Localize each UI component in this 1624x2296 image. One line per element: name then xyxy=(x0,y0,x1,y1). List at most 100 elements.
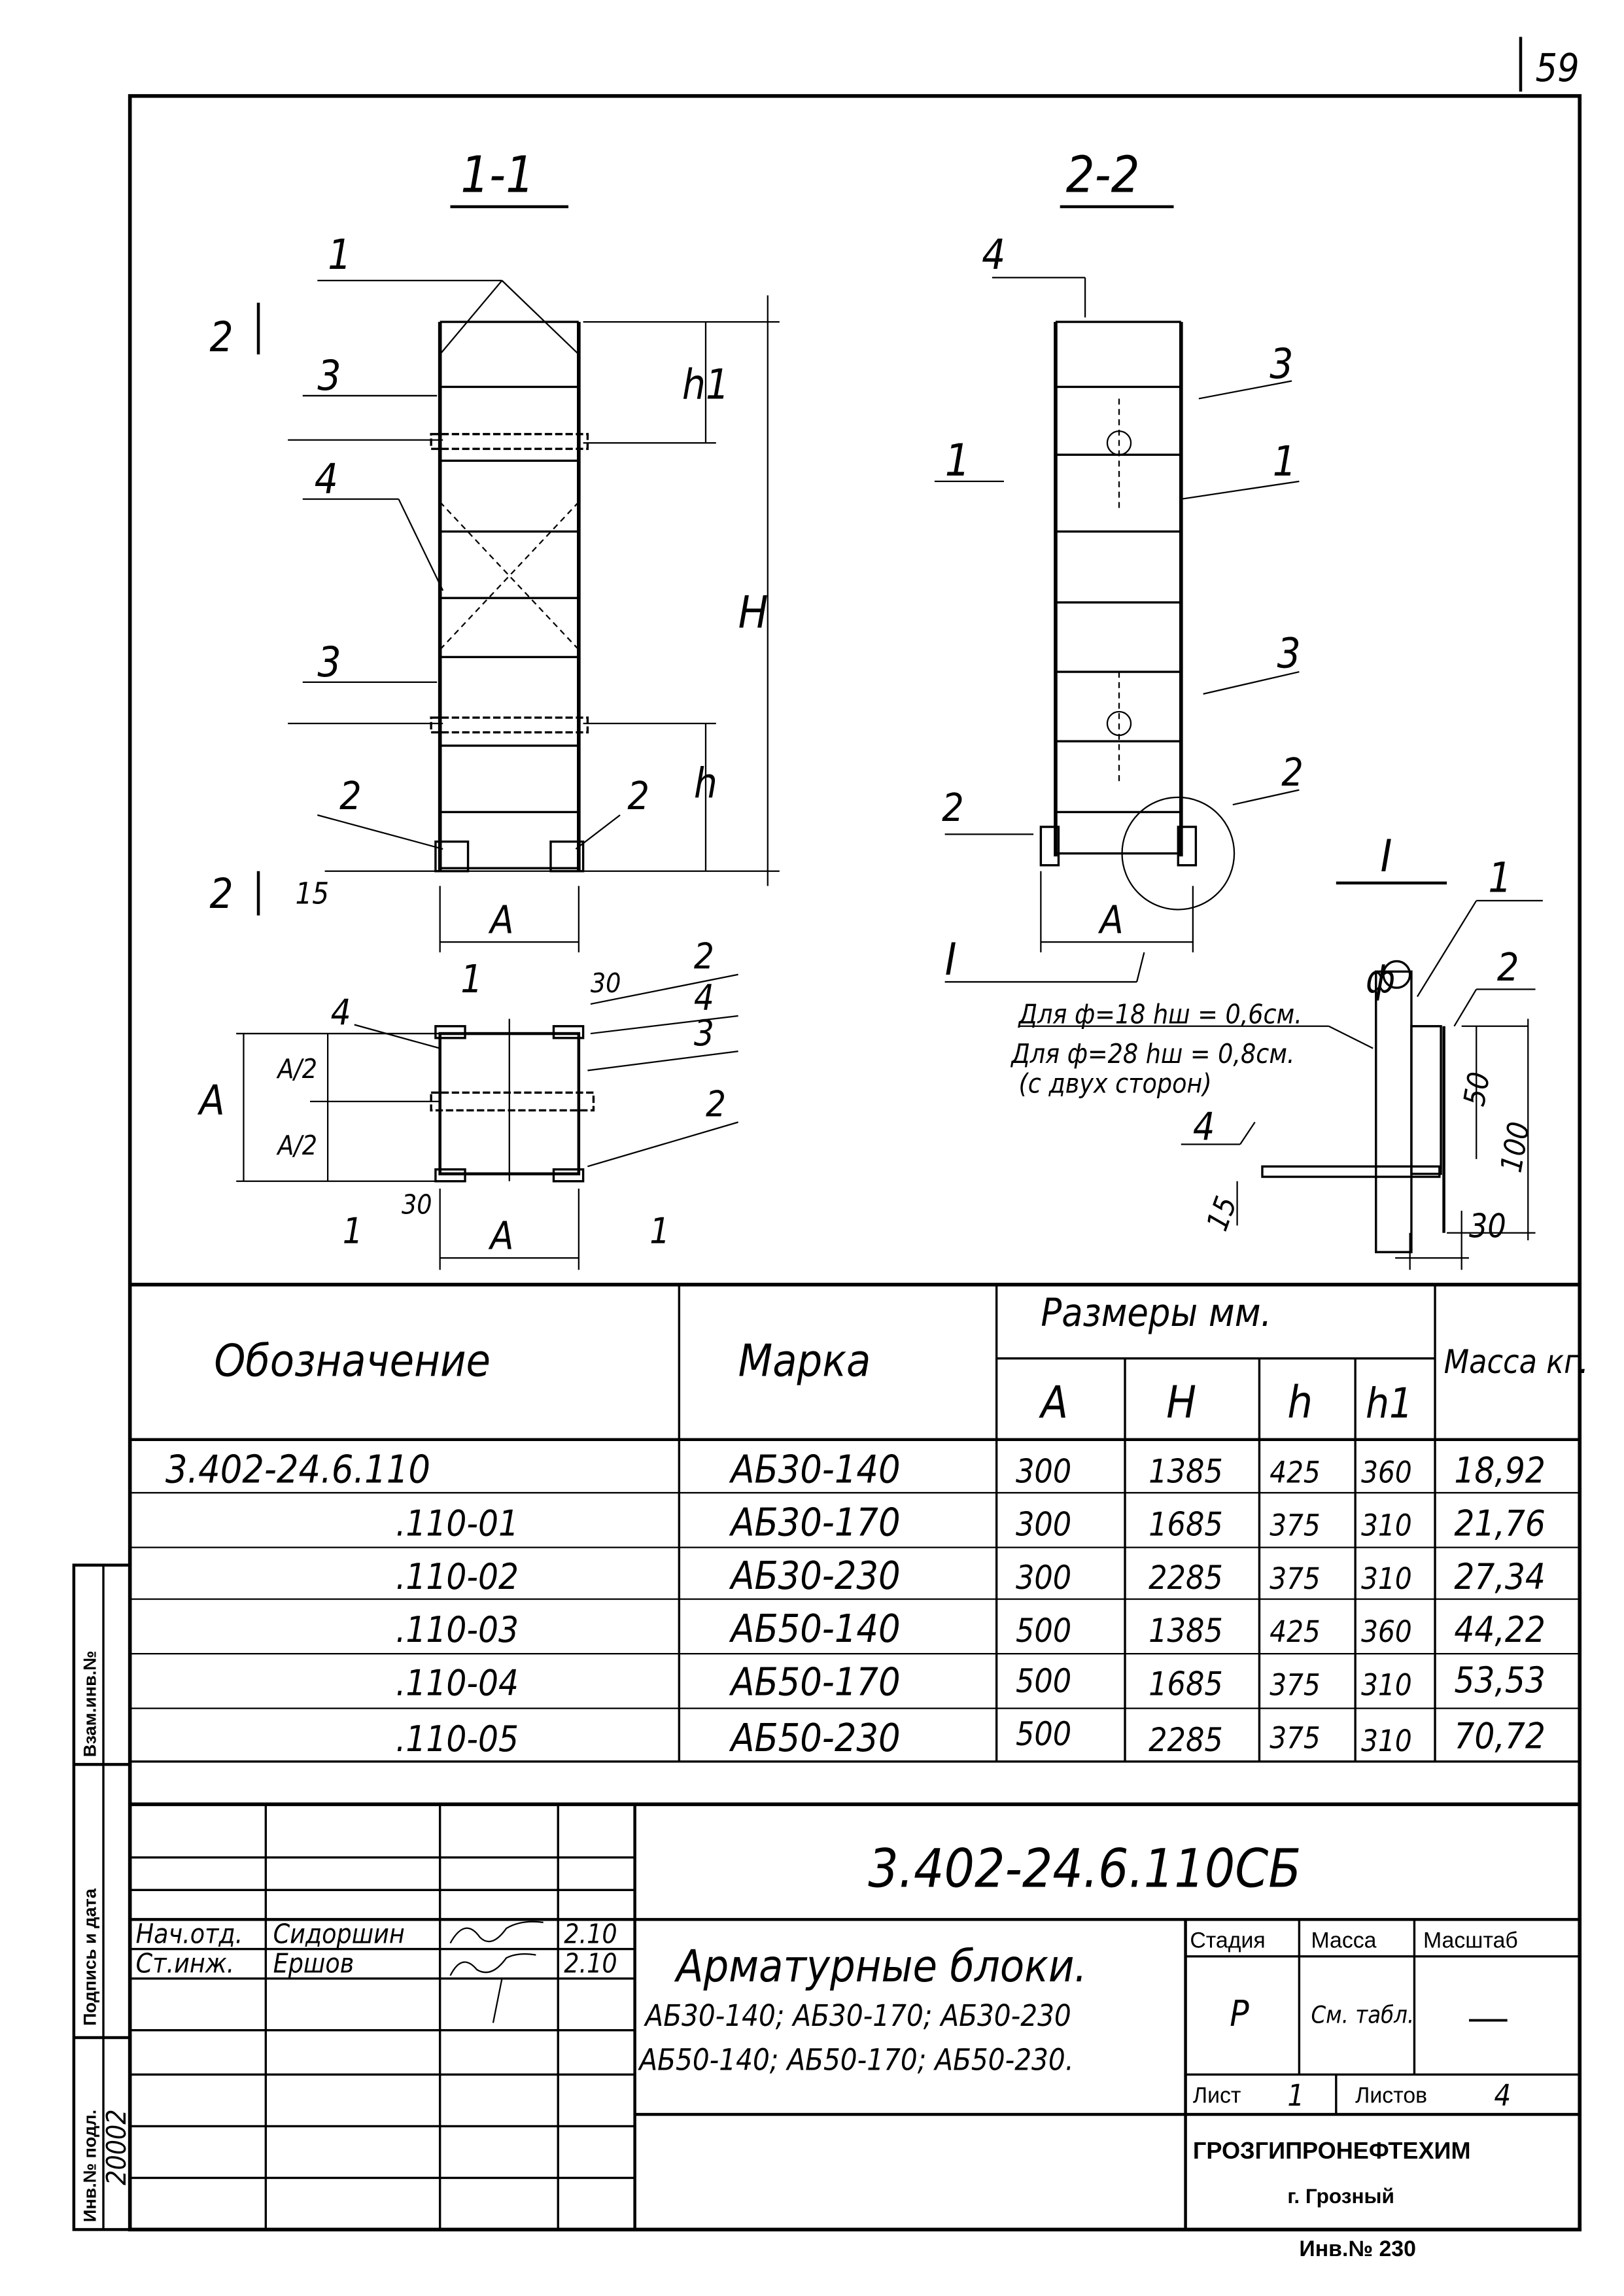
name-1: Сидоршин xyxy=(273,1919,405,1950)
plan-pos2-top: 2 xyxy=(694,936,714,977)
section-2-2-title: 2-2 xyxy=(1066,146,1140,204)
detail-dim-30: 30 xyxy=(1469,1208,1506,1245)
cell-A: 500 xyxy=(1016,1715,1071,1753)
cell-mark: АБ50-230 xyxy=(729,1716,900,1760)
plan-cut-1-right: 1 xyxy=(649,1211,670,1252)
plan-dim-30-top: 30 xyxy=(591,967,621,999)
dim-h1: h1 xyxy=(682,360,729,408)
sheet-label: Лист xyxy=(1193,2083,1241,2108)
cell-mark: АБ50-140 xyxy=(729,1607,900,1651)
cell-h: 375 xyxy=(1270,1508,1320,1543)
name-2: Ершов xyxy=(273,1948,354,1979)
header-designation: Обозначение xyxy=(214,1335,491,1387)
header-h: h xyxy=(1287,1376,1313,1428)
dim-h: h xyxy=(694,759,717,807)
cell-h1: 310 xyxy=(1361,1508,1411,1543)
mass-label: Масса xyxy=(1311,1928,1376,1953)
cell-H: 1685 xyxy=(1149,1506,1223,1544)
cell-h1: 310 xyxy=(1361,1724,1411,1758)
s2-pos3-bottom: 3 xyxy=(1277,629,1301,677)
plan-pos4-right: 4 xyxy=(694,977,714,1018)
label-pos2-right: 2 xyxy=(627,774,649,818)
label-pos3-bottom: 3 xyxy=(317,638,341,686)
replaced-inv-label: Взам.инв.№ xyxy=(80,1650,100,1757)
s2-pos3-top: 3 xyxy=(1270,339,1293,388)
sheets-value: 4 xyxy=(1494,2078,1511,2113)
detail-dim-100: 100 xyxy=(1494,1119,1537,1175)
organization: ГРОЗГИПРОНЕФТЕХИМ xyxy=(1193,2137,1471,2164)
cut-2-bottom: 2 xyxy=(210,869,233,918)
cell-mass: 44,22 xyxy=(1454,1609,1545,1650)
cell-mass: 70,72 xyxy=(1454,1716,1545,1757)
cell-h1: 310 xyxy=(1361,1561,1411,1596)
plan-pos3: 3 xyxy=(694,1013,714,1054)
signature-date-label: Подпись и дата xyxy=(80,1888,100,2026)
stage-value: Р xyxy=(1230,1993,1249,2034)
s2-dim-A: A xyxy=(1098,898,1124,943)
s2-cut-1: 1 xyxy=(945,434,971,486)
note-line-2: Для ф=28 hш = 0,8см. xyxy=(1010,1038,1294,1070)
cell-designation: .110-05 xyxy=(396,1718,519,1760)
label-pos1: 1 xyxy=(328,230,351,279)
document-code: 3.402-24.6.110СБ xyxy=(868,1839,1301,1900)
cell-A: 500 xyxy=(1016,1662,1071,1700)
table-row: .110-01 АБ30-170 300 1685 375 310 21,76 xyxy=(396,1501,1546,1545)
signature-scribble-2 xyxy=(449,1953,536,2023)
detail-phi: ф xyxy=(1366,957,1395,1001)
header-sizes: Размеры мм. xyxy=(1041,1291,1271,1335)
page-number: 59 xyxy=(1536,46,1580,90)
cell-mass: 53,53 xyxy=(1454,1660,1545,1701)
label-pos3-top: 3 xyxy=(317,351,341,400)
title-block: 3.402-24.6.110СБ Арматурные блоки. АБ30-… xyxy=(130,1802,1580,2230)
detail-dim-50: 50 xyxy=(1457,1070,1496,1109)
s2-pos2-left: 2 xyxy=(942,786,964,830)
s2-pos2-right: 2 xyxy=(1281,750,1304,795)
sheet-frame xyxy=(128,94,1582,2232)
scale-value: — xyxy=(1469,1996,1508,2039)
plan-dim-30-bottom: 30 xyxy=(402,1189,432,1220)
note-line-3: (с двух сторон) xyxy=(1019,1068,1212,1099)
role-2: Ст.инж. xyxy=(136,1948,235,1979)
margin-strip: Взам.инв.№ Подпись и дата Инв.№ подл. 20… xyxy=(72,1563,132,2231)
label-pos4: 4 xyxy=(315,455,338,503)
cell-h: 375 xyxy=(1270,1667,1320,1702)
header-h1: h1 xyxy=(1366,1379,1413,1427)
dim-H: H xyxy=(738,586,769,638)
cell-H: 1385 xyxy=(1149,1452,1223,1490)
s2-detail-ref: I xyxy=(945,933,957,985)
section-2-2-view: 2-2 4 3 1 1 3 2 2 A I xyxy=(934,146,1304,985)
table-row: .110-02 АБ30-230 300 2285 375 310 27,34 xyxy=(396,1554,1546,1598)
original-inv-value: 20002 xyxy=(101,2109,132,2185)
inventory-number: Инв.№ 230 xyxy=(1299,2236,1416,2261)
dim-A: A xyxy=(488,898,513,943)
plan-dim-A-bottom: A xyxy=(488,1214,513,1259)
drawing-title: Арматурные блоки. xyxy=(674,1940,1087,1992)
sheets-label: Листов xyxy=(1355,2083,1427,2108)
drawing-subtitle-1: АБ30-140; АБ30-170; АБ30-230 xyxy=(643,1998,1071,2033)
role-1: Нач.отд. xyxy=(136,1919,243,1950)
cell-h: 375 xyxy=(1270,1721,1320,1756)
dim-15: 15 xyxy=(295,876,329,911)
cell-mark: АБ50-170 xyxy=(729,1660,900,1704)
detail-title: I xyxy=(1381,830,1392,882)
city: г. Грозный xyxy=(1287,2184,1394,2208)
cell-designation: .110-04 xyxy=(396,1662,519,1703)
mass-value: См. табл. xyxy=(1311,2000,1414,2028)
cell-mass: 18,92 xyxy=(1454,1450,1545,1491)
table-row: .110-05 АБ50-230 500 2285 375 310 70,72 xyxy=(396,1715,1546,1760)
plan-dim-A2-top: A/2 xyxy=(276,1053,317,1085)
table-row: 3.402-24.6.110 АБ30-140 300 1385 425 360… xyxy=(165,1447,1546,1491)
cut-2-top: 2 xyxy=(210,313,233,361)
spec-table: Обозначение Марка Размеры мм. A H h h1 М… xyxy=(130,1282,1589,1763)
signature-scribble-1 xyxy=(449,1921,544,1944)
table-row: .110-04 АБ50-170 500 1685 375 310 53,53 xyxy=(396,1660,1546,1705)
drawing-subtitle-2: АБ50-140; АБ50-170; АБ50-230. xyxy=(637,2043,1073,2078)
cell-h: 425 xyxy=(1270,1455,1320,1489)
s2-pos1: 1 xyxy=(1273,437,1296,485)
cell-h1: 360 xyxy=(1361,1455,1411,1489)
date-2: 2.10 xyxy=(564,1948,617,1979)
section-1-1-title: 1-1 xyxy=(460,146,534,204)
plan-pos2-bottom: 2 xyxy=(706,1083,726,1124)
cell-h1: 360 xyxy=(1361,1614,1411,1649)
